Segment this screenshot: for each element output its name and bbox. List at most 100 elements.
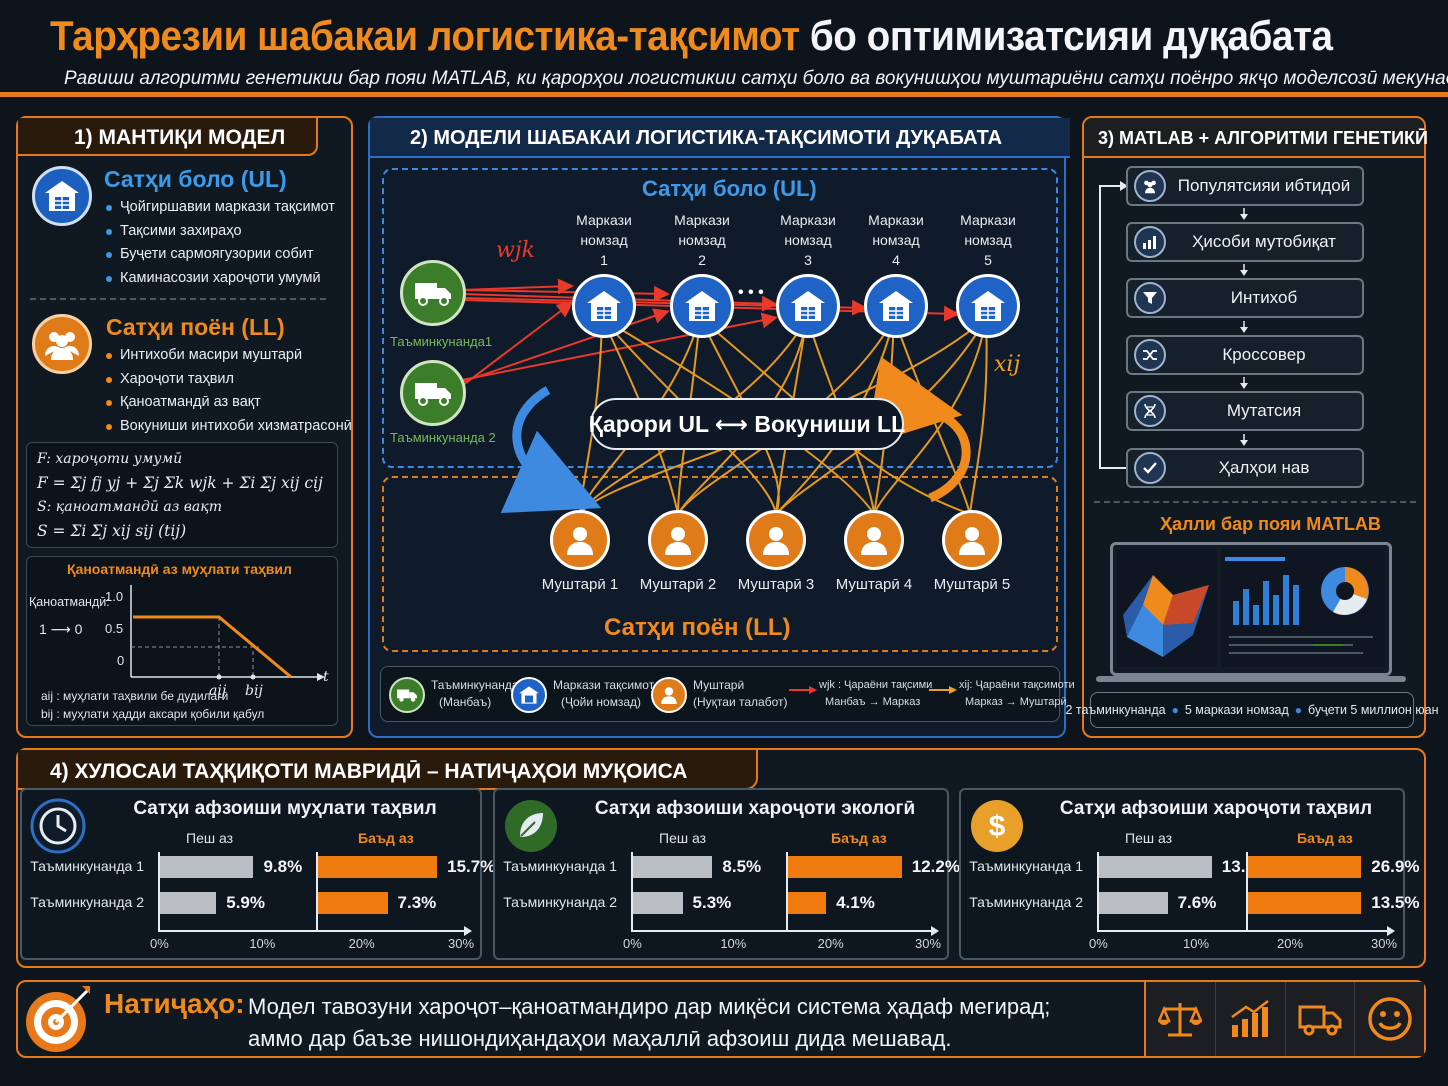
x-tick-label: 30% bbox=[448, 936, 475, 951]
bar-value-label: 26.9% bbox=[1371, 857, 1420, 876]
center-node: Маркази номзад 3 bbox=[766, 210, 850, 338]
satisfaction-chart: Қаноатмандӣ аз муҳлати таҳвил Қаноатманд… bbox=[26, 556, 338, 726]
x-axis bbox=[158, 930, 466, 932]
person-icon bbox=[746, 510, 806, 570]
results-line-2: аммо дар баъзе нишондиҳандаҳои маҳаллӣ а… bbox=[248, 1026, 952, 1051]
customer-node: Муштарӣ 4 bbox=[832, 510, 916, 593]
bar-value-label: 15.7% bbox=[447, 857, 496, 876]
panel-tab: 4) ХУЛОСАИ ТАҲҚИҚОТИ МАВРИДӢ – НАТИҶАҲОИ… bbox=[18, 750, 758, 790]
bar-before bbox=[160, 892, 217, 914]
bar-before bbox=[633, 856, 713, 878]
legend-text: Маркази тақсимот bbox=[553, 678, 655, 692]
bar-value-label: 7.3% bbox=[397, 893, 437, 912]
w-label-text: wjk bbox=[496, 238, 535, 263]
dna-icon bbox=[1134, 395, 1166, 427]
series-label-before: Пеш аз bbox=[1125, 830, 1173, 846]
customer-label: Муштарӣ 5 bbox=[933, 576, 1011, 593]
sat-ytick: 1.0 bbox=[105, 589, 124, 604]
person-icon bbox=[648, 510, 708, 570]
ll-title: Сатҳи поён (LL) bbox=[106, 314, 285, 340]
x-axis-arrow bbox=[464, 926, 472, 936]
case-summary-bar: 2 таъминкунанда ● 5 маркази номзад ● буҷ… bbox=[1065, 692, 1439, 728]
ul-items: Ҷойгиршавии маркази тақсимот Тақсими зах… bbox=[106, 196, 335, 290]
smiley-icon bbox=[1355, 982, 1424, 1056]
s-label: S: қаноатмандӣ аз вақт bbox=[37, 499, 223, 515]
ga-down-arrows bbox=[1240, 208, 1248, 446]
ga-step-label: Мутатсия bbox=[1226, 401, 1302, 420]
ga-step-fitness: Ҳисоби мутобиқат bbox=[1126, 222, 1364, 262]
bar-value-label: 9.8% bbox=[263, 857, 303, 876]
customer-label: Муштарӣ 2 bbox=[639, 576, 717, 593]
customers-icon bbox=[32, 314, 92, 374]
crossover-icon bbox=[1134, 339, 1166, 371]
y-axis bbox=[631, 852, 633, 930]
results-label: Натиҷаҳо: bbox=[104, 988, 245, 1019]
sat-chart-title: Қаноатмандӣ аз муҳлати таҳвил bbox=[67, 561, 292, 577]
legend-text: Таъминкунанда bbox=[431, 678, 519, 692]
solution-title: Ҳалли бар пояи MATLAB bbox=[1160, 514, 1381, 534]
category-label: Таъминкунанда 1 bbox=[30, 858, 144, 874]
warehouse-icon bbox=[670, 274, 734, 338]
ga-step-label: Ҳалҳои нав bbox=[1218, 458, 1310, 477]
leaf-icon bbox=[503, 798, 559, 859]
chart-title: Сатҳи афзоиши хароҷоти таҳвил bbox=[1059, 798, 1373, 819]
panel-tab: 2) МОДЕЛИ ШАБАКАИ ЛОГИСТИКА-ТАҚСИМОТИ ДУ… bbox=[370, 118, 1070, 158]
bar-before bbox=[1099, 892, 1168, 914]
legend-text: xij: Ҷараёни тақсимоти bbox=[959, 679, 1075, 691]
population-icon bbox=[1134, 170, 1166, 202]
truck-icon bbox=[400, 360, 466, 426]
laptop-base bbox=[1096, 676, 1406, 682]
center-ellipsis: • • • bbox=[738, 284, 764, 301]
ul-region-label: Сатҳи боло (UL) bbox=[642, 176, 817, 201]
x-label-text: xij bbox=[994, 352, 1021, 377]
legend-text: (Ҷойи номзад) bbox=[561, 695, 641, 709]
center-node: Маркази номзад 5 bbox=[946, 210, 1030, 338]
target-icon bbox=[22, 982, 96, 1059]
ga-step-selection: Интихоб bbox=[1126, 278, 1364, 318]
customer-label: Муштарӣ 3 bbox=[737, 576, 815, 593]
legend-supplier: Таъминкунанда(Манбаъ) bbox=[431, 677, 519, 711]
series-label-before: Пеш аз bbox=[659, 830, 707, 846]
person-icon bbox=[651, 677, 687, 713]
sat-xlabel-t: t bbox=[323, 669, 329, 685]
x-tick-label: 10% bbox=[1183, 936, 1210, 951]
ga-step-new-solutions: Ҳалҳои нав bbox=[1126, 448, 1364, 488]
list-item: Каминасозии хароҷоти умумӣ bbox=[106, 267, 335, 291]
x-tick-label: 20% bbox=[348, 936, 375, 951]
series-label-after: Баъд аз bbox=[1297, 830, 1353, 846]
bar-before bbox=[160, 856, 254, 878]
warehouse-icon bbox=[572, 274, 636, 338]
person-icon bbox=[550, 510, 610, 570]
x-axis bbox=[631, 930, 933, 932]
y-axis-after bbox=[315, 852, 318, 930]
legend-orange-arrow bbox=[929, 686, 957, 694]
sat-note-a: aij : муҳлати таҳвили бе дудилагӣ bbox=[41, 689, 229, 703]
list-item: Қаноатмандӣ аз вақт bbox=[106, 391, 352, 415]
center-node: Маркази номзад 2 bbox=[660, 210, 744, 338]
truck-icon bbox=[400, 260, 466, 326]
bar-value-label: 5.9% bbox=[226, 893, 265, 912]
center-label: Маркази номзад 5 bbox=[960, 212, 1016, 268]
sat-note-b: bij : муҳлати ҳадди аксари қобили қабул bbox=[41, 707, 265, 721]
warehouse-icon bbox=[776, 274, 840, 338]
category-label: Таъминкунанда 1 bbox=[503, 858, 617, 874]
ga-step-mutation: Мутатсия bbox=[1126, 391, 1364, 431]
warehouse-icon bbox=[511, 677, 547, 713]
ga-step-population: Популятсияи ибтидоӣ bbox=[1126, 166, 1364, 206]
person-icon bbox=[844, 510, 904, 570]
series-label-after: Баъд аз bbox=[831, 830, 887, 846]
check-icon bbox=[1134, 452, 1166, 484]
scale-icon bbox=[1146, 982, 1216, 1056]
legend-customer: Муштарӣ(Нуқтаи талабот) bbox=[693, 677, 787, 711]
bar-after bbox=[317, 856, 438, 878]
bar-after bbox=[1248, 856, 1362, 878]
orange-cycle-arrow bbox=[866, 356, 971, 503]
dollar-icon: $ bbox=[969, 798, 1025, 859]
network-legend: Таъминкунанда(Манбаъ) Маркази тақсимот (Ҷ… bbox=[380, 666, 1075, 722]
x-label: xij bbox=[994, 352, 1020, 377]
center-label: Маркази номзад 4 bbox=[868, 212, 924, 268]
